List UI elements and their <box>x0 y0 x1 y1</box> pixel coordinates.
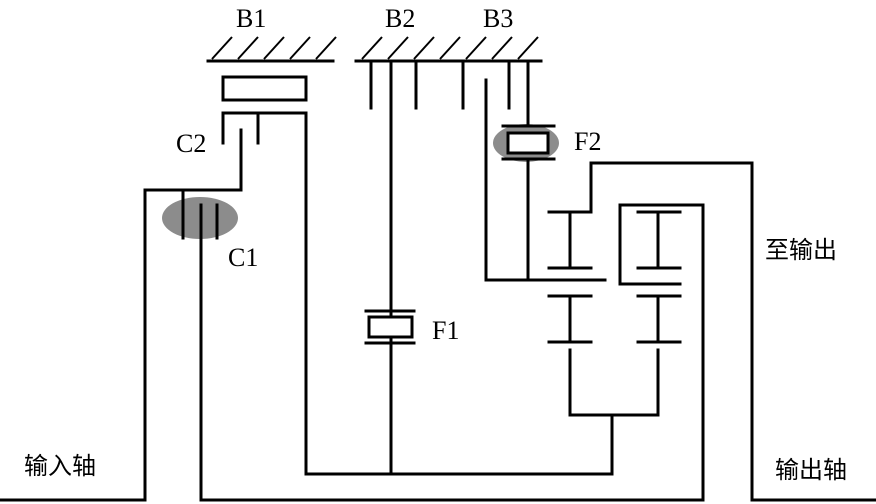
label-to-output: 至输出 <box>765 236 837 264</box>
label-b3: B3 <box>483 4 513 33</box>
f1-shaft <box>364 59 416 476</box>
label-f1: F1 <box>432 316 459 345</box>
planet-left <box>547 210 660 417</box>
label-f2: F2 <box>574 127 601 156</box>
label-input-shaft: 输入轴 <box>24 452 96 480</box>
bottom-bus <box>304 413 614 476</box>
planet-right <box>618 203 682 344</box>
label-c2: C2 <box>176 129 206 158</box>
output-path <box>589 161 876 502</box>
label-b2: B2 <box>385 4 415 33</box>
clutch-c2 <box>0 111 308 502</box>
b3-frame <box>484 78 607 282</box>
brake-b1 <box>221 75 308 102</box>
brake-b3-plates <box>461 59 511 110</box>
brake-b2-plates <box>369 59 418 110</box>
f2-clutch <box>501 59 556 282</box>
ground-b1 <box>206 36 337 63</box>
label-c1: C1 <box>228 243 258 272</box>
clutch-c1 <box>181 188 705 502</box>
label-output-shaft: 输出轴 <box>775 456 847 484</box>
ground-b2-b3 <box>354 36 543 63</box>
label-b1: B1 <box>236 4 266 33</box>
